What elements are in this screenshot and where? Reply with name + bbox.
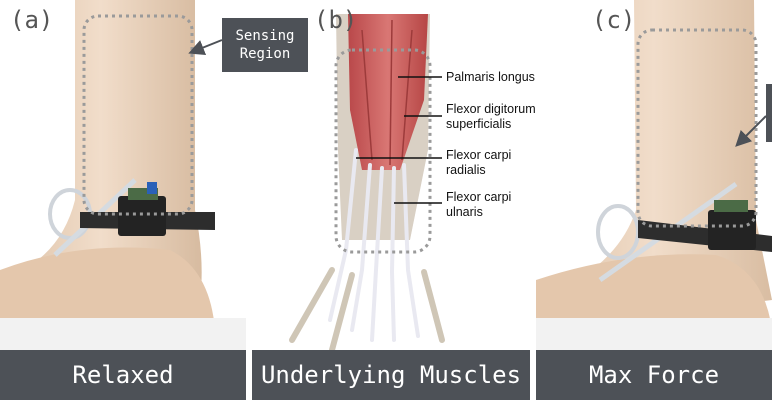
label-flexor-digitorum-superficialis: Flexor digitorum superficialis: [446, 102, 536, 132]
muscle-label-line: Flexor digitorum: [446, 102, 536, 116]
panel-underlying-muscles: (b) Underlying Muscles: [252, 0, 530, 404]
panel-max-force: (c) Max Force: [536, 0, 772, 404]
caption-relaxed: Relaxed: [0, 350, 246, 400]
sensing-region-callout: Sensing Region: [222, 18, 308, 72]
max-force-wrist-photo: [536, 0, 772, 352]
caption-max-force: Max Force: [536, 350, 772, 400]
label-palmaris-longus: Palmaris longus: [446, 70, 535, 85]
caption-underlying-muscles: Underlying Muscles: [252, 350, 530, 400]
muscle-label-line: ulnaris: [446, 205, 483, 219]
muscle-label-line: radialis: [446, 163, 486, 177]
muscle-label-line: Palmaris longus: [446, 70, 535, 84]
panel-letter-b: (b): [314, 6, 358, 34]
muscle-label-line: Flexor carpi: [446, 190, 512, 204]
callout-line-2: Region: [239, 46, 291, 62]
panel-letter-c: (c): [592, 6, 636, 34]
label-flexor-carpi-ulnaris: Flexor carpi ulnaris: [446, 190, 511, 220]
muscle-label-line: superficialis: [446, 117, 512, 131]
muscle-anatomy-illustration: [289, 14, 445, 353]
relaxed-wrist-photo: [0, 0, 246, 352]
muscle-label-line: Flexor carpi: [446, 148, 512, 162]
callout-line-1: Sensing: [235, 28, 295, 44]
label-flexor-carpi-radialis: Flexor carpi radialis: [446, 148, 511, 178]
panel-letter-a: (a): [10, 6, 54, 34]
panel-relaxed: (a) Relaxed: [0, 0, 246, 404]
